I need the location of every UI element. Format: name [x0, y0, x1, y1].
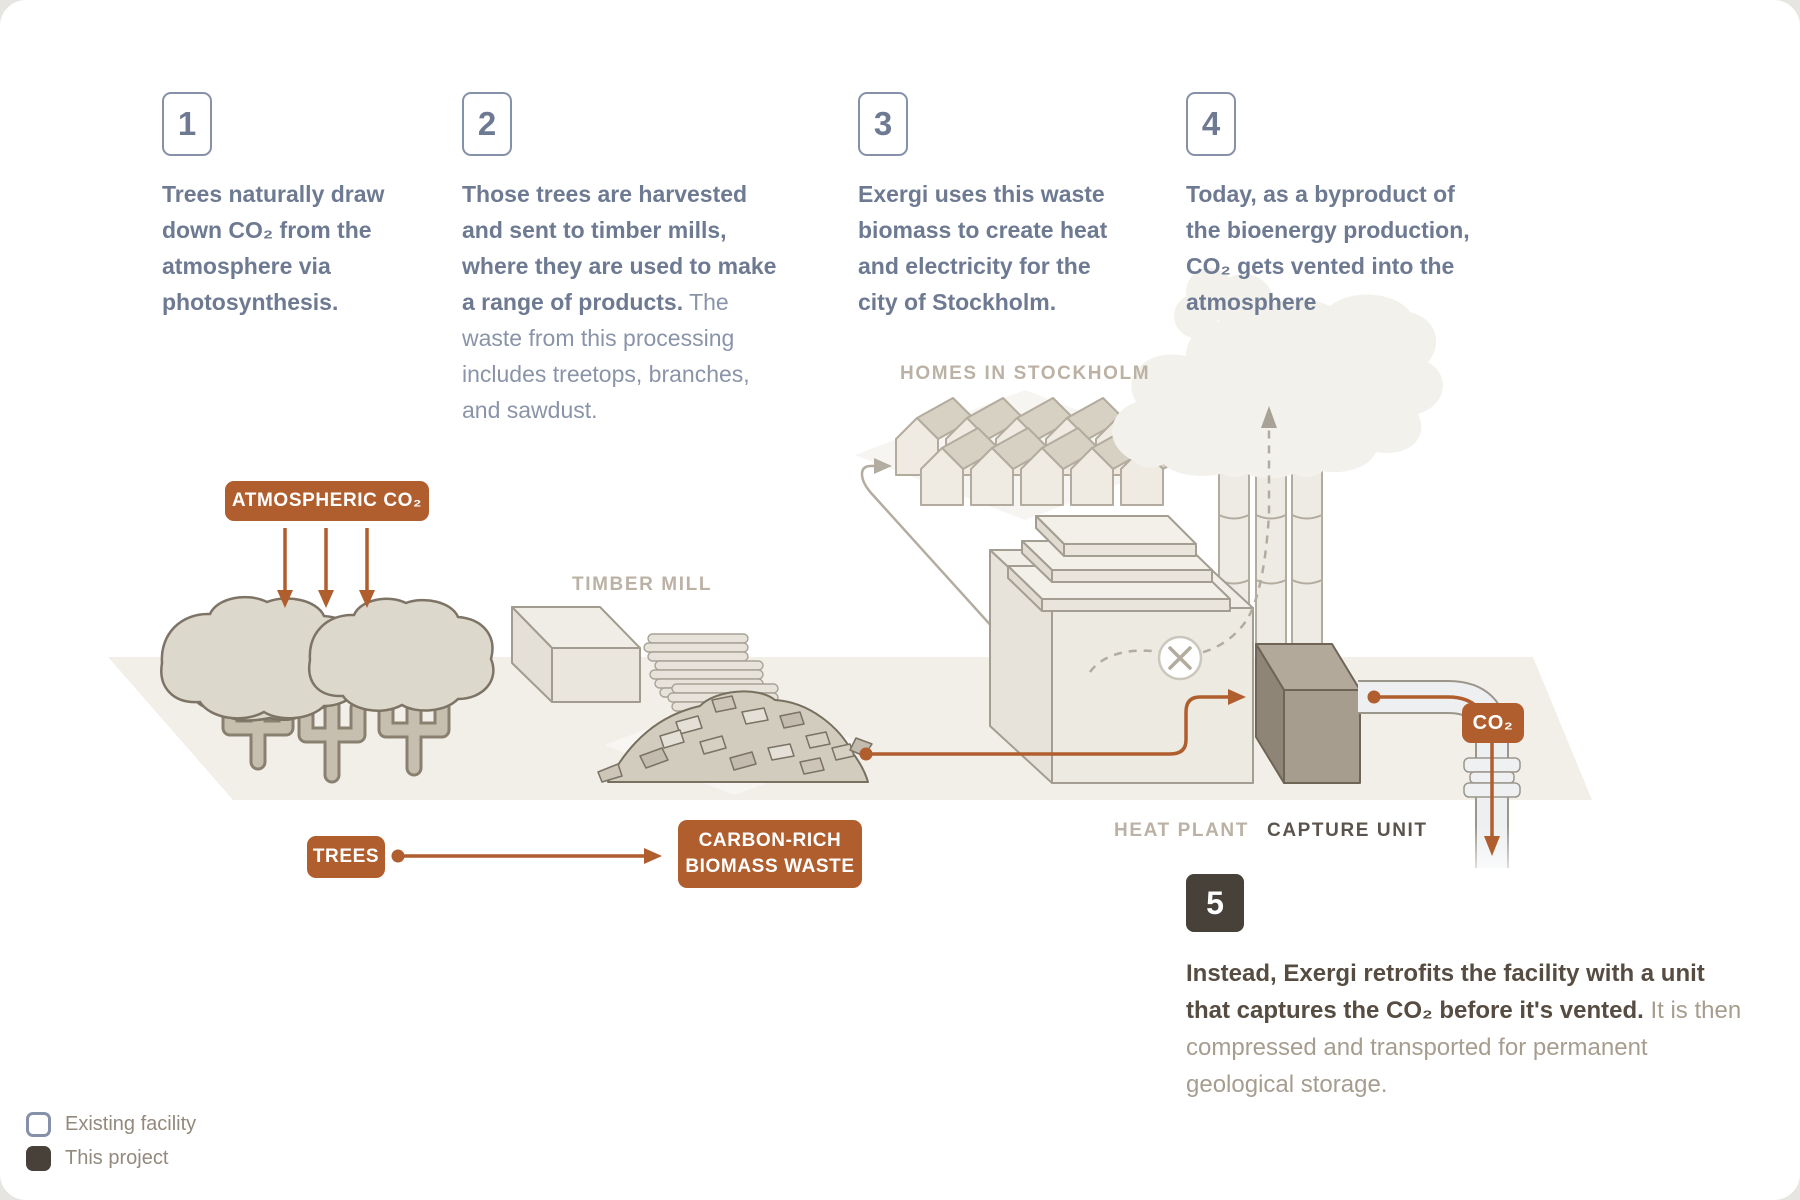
step-4: 4 Today, as a byproduct of the bioenergy…: [1186, 92, 1486, 320]
vent-dashed-arrow: [1088, 406, 1277, 681]
step-1: 1 Trees naturally draw down CO₂ from the…: [162, 92, 412, 320]
this-project-swatch: [26, 1146, 51, 1171]
step-3-number: 3: [858, 92, 908, 156]
legend: Existing facility This project: [26, 1112, 196, 1180]
step-4-text: Today, as a byproduct of the bioenergy p…: [1186, 181, 1470, 315]
smoke-plume: [1112, 268, 1443, 479]
trees-to-biomass-arrow: [391, 848, 662, 864]
step-3: 3 Exergi uses this waste biomass to crea…: [858, 92, 1123, 320]
timber-mill-illustration: [511, 606, 641, 703]
legend-existing-facility: Existing facility: [26, 1112, 196, 1137]
co2-badge: CO₂: [1462, 703, 1524, 743]
timber-mill-label: TIMBER MILL: [572, 574, 713, 595]
atmospheric-co2-badge: ATMOSPHERIC CO₂: [225, 481, 429, 521]
step-1-text: Trees naturally draw down CO₂ from the a…: [162, 181, 385, 315]
closed-valve-icon: [1157, 635, 1203, 681]
capture-unit-label: CAPTURE UNIT: [1267, 820, 1428, 841]
step-5-number: 5: [1186, 874, 1244, 932]
step-2-number: 2: [462, 92, 512, 156]
heat-plant-label: HEAT PLANT: [1114, 820, 1249, 841]
legend-this-project: This project: [26, 1146, 196, 1171]
heat-to-homes-arrow: [860, 458, 1005, 641]
homes-label: HOMES IN STOCKHOLM: [900, 363, 1151, 384]
step-2-text: Those trees are harvested and sent to ti…: [462, 181, 777, 423]
step-5-text: Instead, Exergi retrofits the facility w…: [1186, 960, 1742, 1098]
trees-illustration: [160, 595, 495, 784]
biomass-pile: [597, 690, 873, 783]
step-4-number: 4: [1186, 92, 1236, 156]
step-3-text: Exergi uses this waste biomass to create…: [858, 181, 1108, 315]
existing-facility-swatch: [26, 1112, 51, 1137]
biomass-waste-badge: CARBON-RICH BIOMASS WASTE: [678, 820, 862, 888]
capture-unit-illustration: [1255, 643, 1361, 784]
step-2: 2 Those trees are harvested and sent to …: [462, 92, 777, 428]
heat-plant-illustration: [989, 515, 1254, 784]
biomass-flow-arrow: [859, 689, 1246, 761]
co2-down-arrows: [277, 528, 375, 608]
trees-badge: TREES: [307, 836, 385, 878]
step-1-number: 1: [162, 92, 212, 156]
